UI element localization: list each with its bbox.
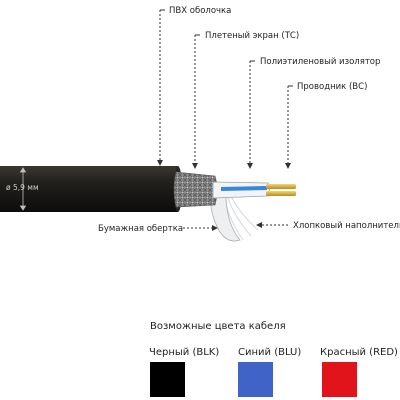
diameter-marker [19, 167, 27, 211]
label-insulator: Полиэтиленовый изолятор [260, 57, 380, 67]
pvc-jacket [0, 166, 178, 212]
swatch-red-label: Красный (RED) [320, 347, 398, 358]
core-stripe [221, 186, 267, 191]
leader-lines [159, 10, 290, 229]
braided-shield [173, 171, 218, 208]
conductor-2 [266, 191, 296, 196]
label-pvc-jacket: ПВХ оболочка [169, 6, 231, 16]
diameter-label: ø 5,9 мм [6, 183, 39, 192]
swatch-blue-label: Синий (BLU) [238, 347, 302, 358]
label-paper-wrap: Бумажная обертка [98, 224, 183, 234]
swatch-black [150, 362, 185, 397]
conductor-1 [266, 184, 296, 189]
swatch-red [322, 362, 357, 397]
label-cotton-filler: Хлопковый наполнитель [293, 221, 400, 231]
swatch-black-label: Черный (BLK) [149, 347, 220, 358]
colors-title: Возможные цвета кабеля [150, 321, 286, 332]
label-braided-shield: Плетеный экран (ТС) [205, 31, 299, 41]
label-conductor: Проводник (ВС) [297, 82, 367, 92]
swatch-blue [238, 362, 273, 397]
